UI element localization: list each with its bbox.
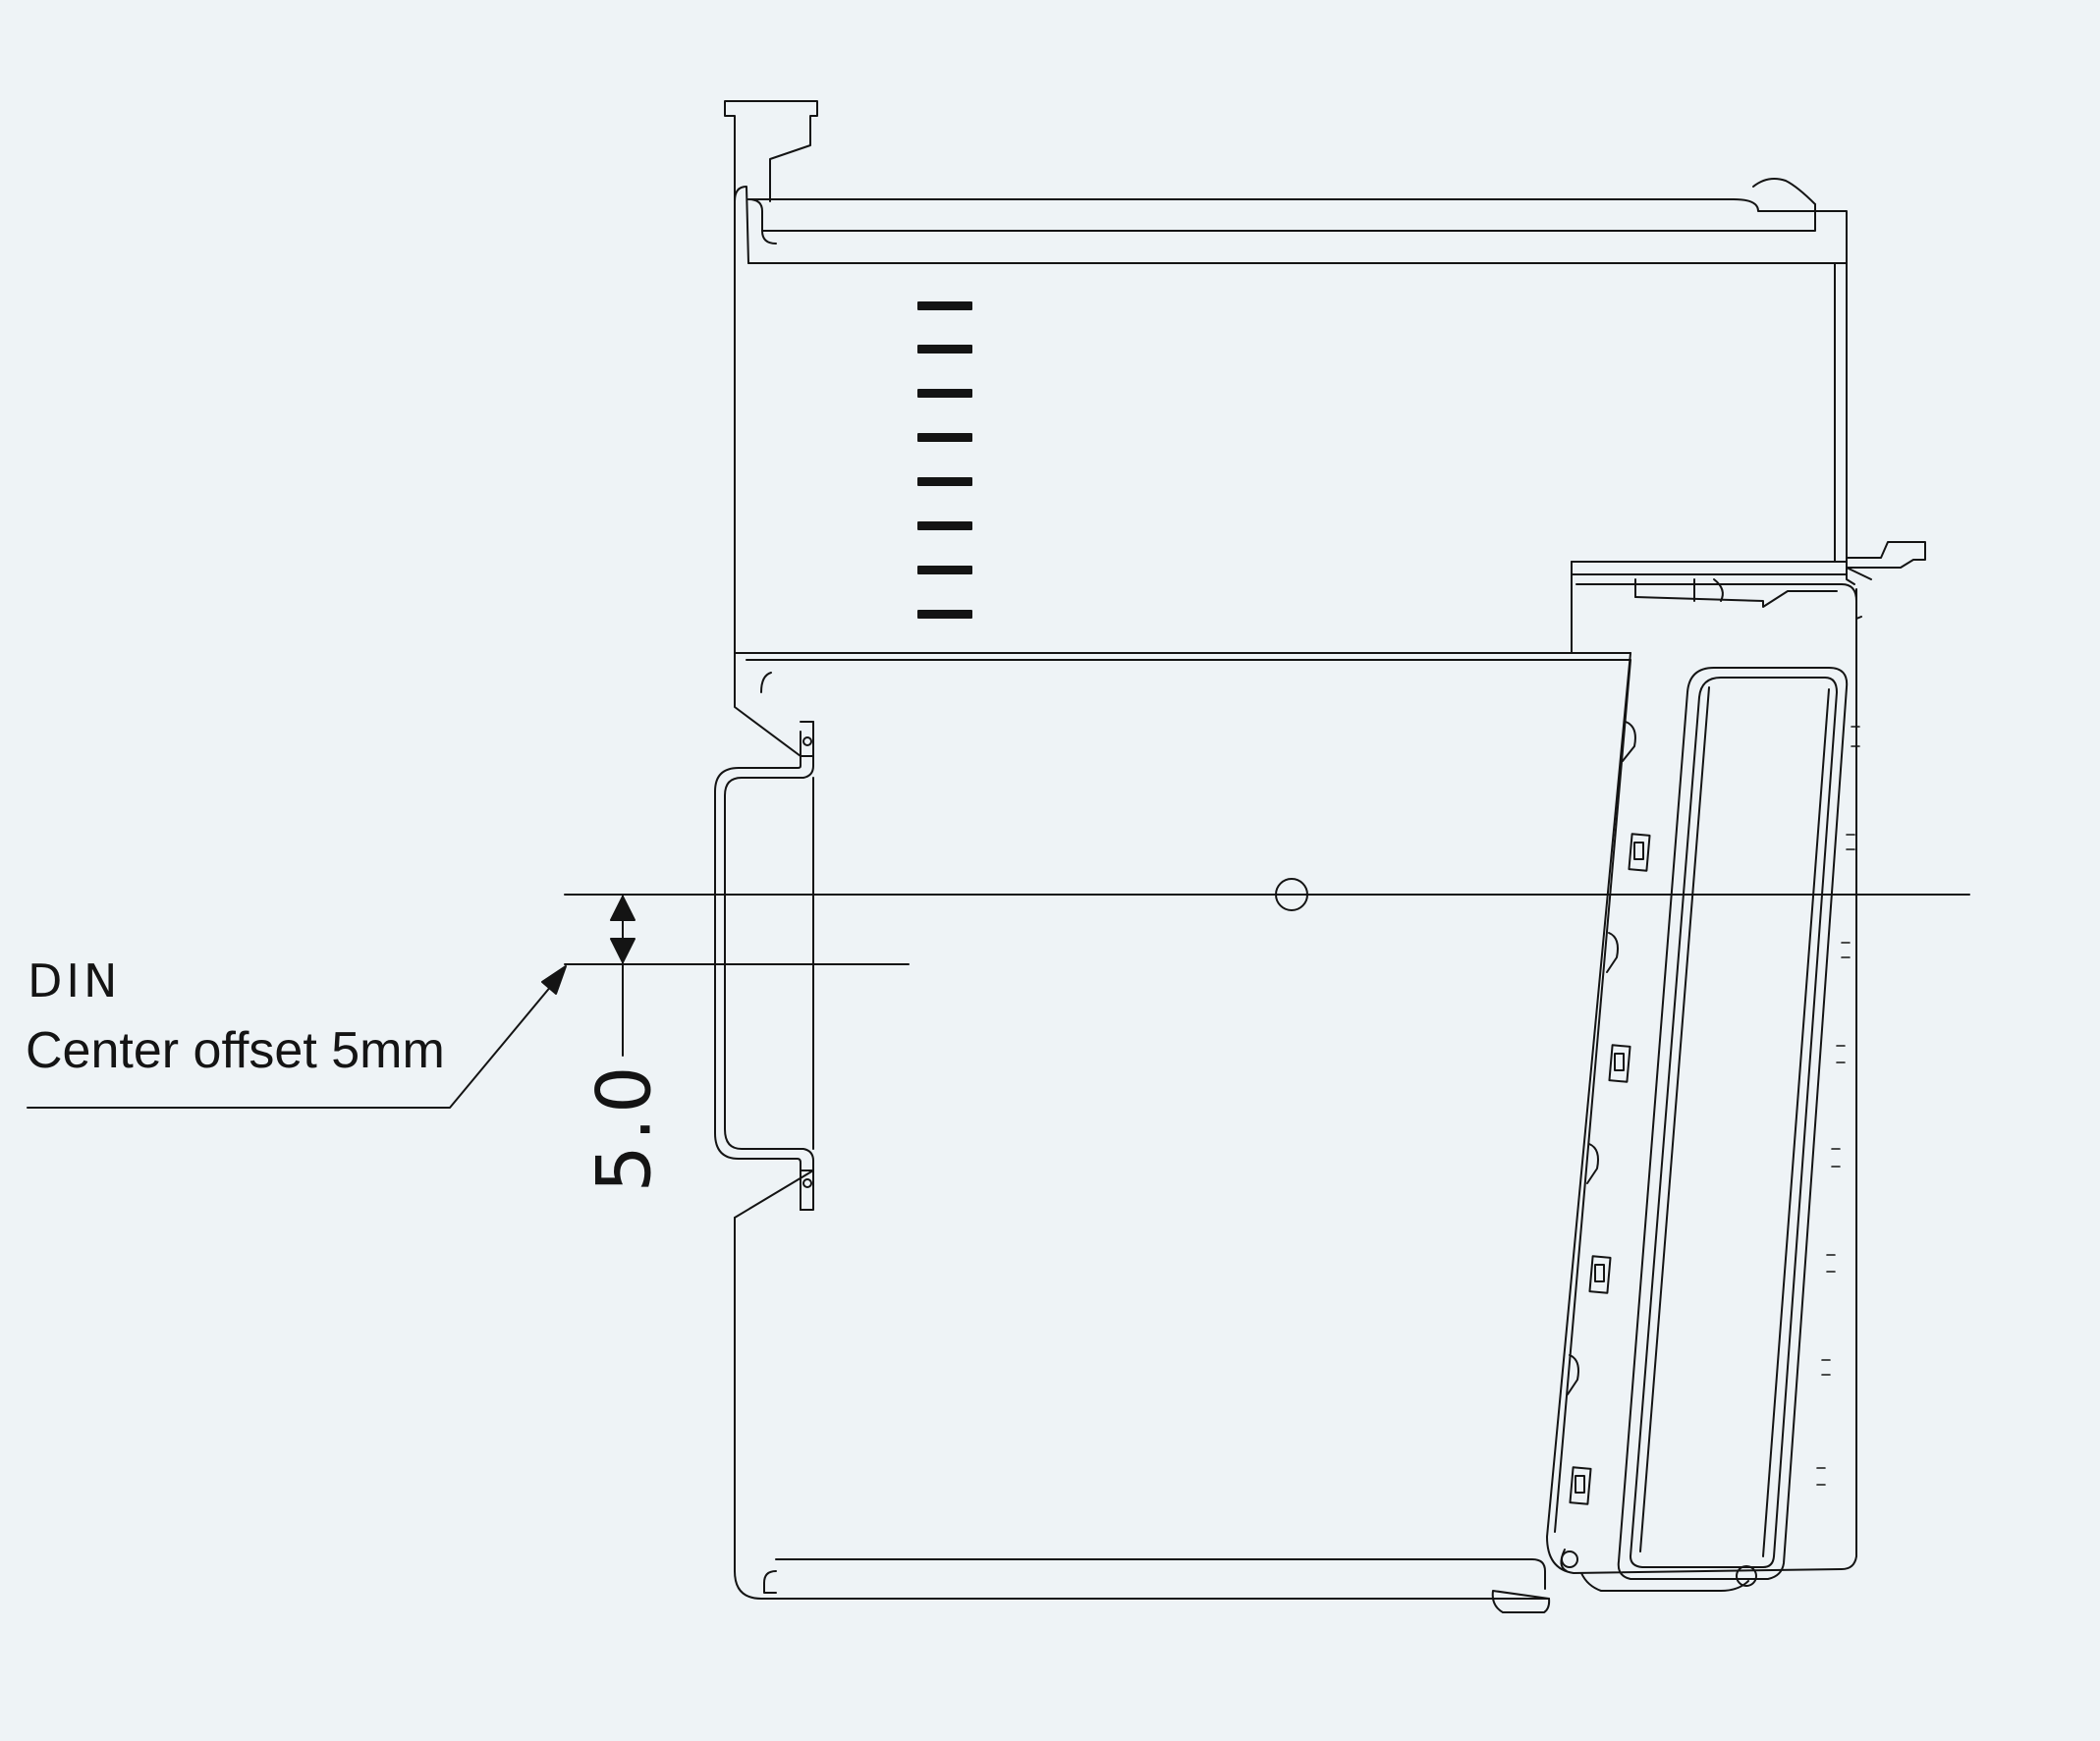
center-offset-label: Center offset 5mm — [26, 1022, 445, 1079]
din-rail-profile — [714, 721, 814, 1211]
terminal-notches — [1567, 721, 1636, 1395]
terminal-screw-windows — [1569, 833, 1651, 1505]
dimension-arrows — [610, 894, 636, 1057]
annotation-leader — [27, 965, 567, 1109]
din-rail-label: DIN — [28, 954, 122, 1007]
side-latch — [1846, 541, 1926, 580]
connector-top — [1571, 561, 1857, 657]
dimension-value: 5.0 — [580, 1061, 668, 1193]
housing-upper — [734, 178, 1848, 661]
top-latch — [724, 100, 818, 202]
module-center-line — [564, 878, 1970, 911]
terminal-edge-ticks — [1816, 726, 1860, 1486]
vent-slots — [917, 301, 972, 619]
housing-lower — [734, 652, 1631, 1613]
terminal-block — [1546, 588, 1862, 1592]
